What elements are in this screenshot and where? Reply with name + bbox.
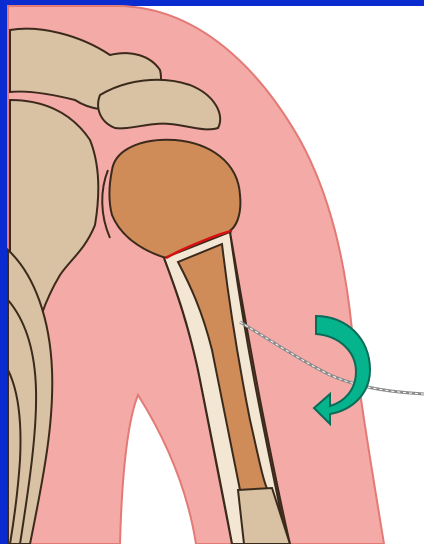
frame-left-border: [0, 0, 8, 544]
